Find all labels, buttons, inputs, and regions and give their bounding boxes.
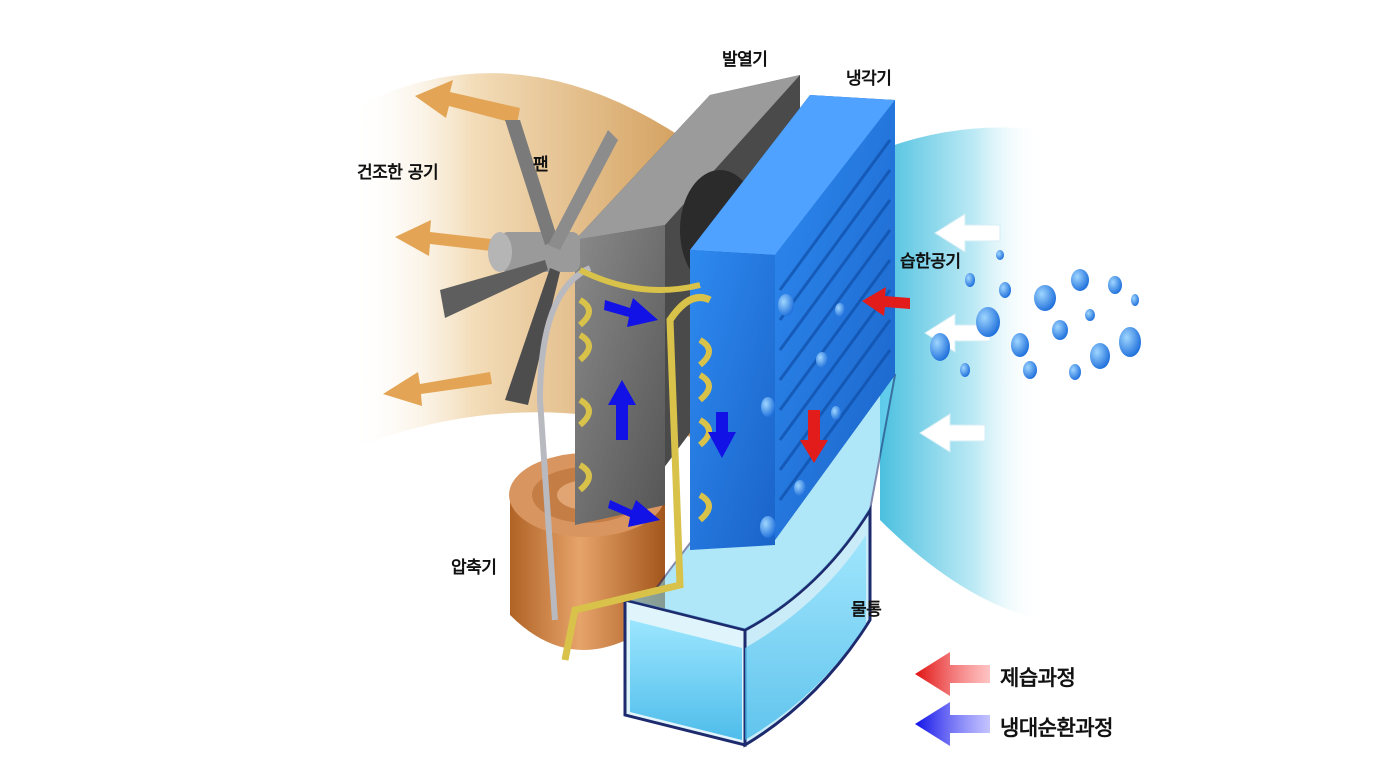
evaporator bbox=[690, 95, 895, 550]
fan bbox=[440, 120, 618, 405]
dry-air-label: 건조한 공기 bbox=[357, 163, 439, 183]
legend-dehumidification-icon bbox=[915, 652, 990, 696]
fan-label: 팬 bbox=[533, 155, 549, 175]
legend-dehumidification-label: 제습과정 bbox=[1000, 666, 1076, 690]
dry-air-arrows bbox=[383, 80, 520, 406]
water-tank-label: 물통 bbox=[851, 600, 882, 620]
legend-cooling-cycle-label: 냉대순환과정 bbox=[1000, 716, 1113, 740]
legend-cooling-cycle-icon bbox=[915, 702, 990, 746]
humid-air-droplets bbox=[930, 250, 1141, 380]
compressor-label: 압축기 bbox=[451, 558, 497, 578]
humid-air-label: 습한공기 bbox=[900, 252, 961, 272]
evaporator-label: 냉각기 bbox=[846, 69, 892, 89]
refrigerant-pipes bbox=[536, 265, 712, 661]
humid-air-stream bbox=[880, 127, 1040, 620]
cooling-cycle-arrows bbox=[604, 298, 736, 527]
dehumidification-arrows bbox=[800, 287, 910, 463]
condenser-label: 발열기 bbox=[722, 50, 768, 70]
